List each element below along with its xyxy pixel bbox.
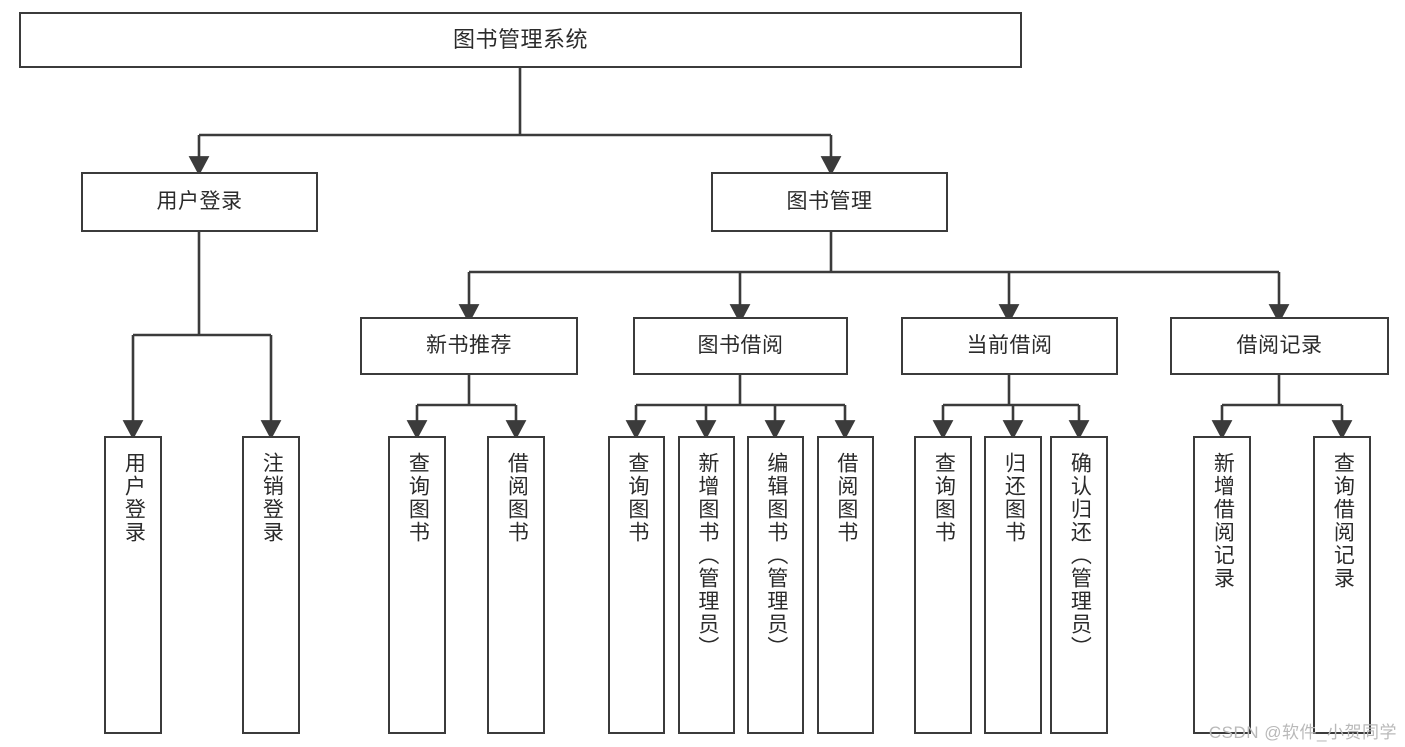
node-label: 用户登录	[122, 452, 146, 544]
node-leaf-borrow-book[interactable]: 借阅图书	[817, 436, 874, 734]
node-book-management[interactable]: 图书管理	[711, 172, 948, 232]
node-new-book-recommendation[interactable]: 新书推荐	[360, 317, 578, 375]
node-label: 借阅图书	[505, 452, 529, 544]
node-leaf-query-book-recommendation[interactable]: 查询图书	[388, 436, 446, 734]
node-label: 新书推荐	[426, 333, 512, 357]
csdn-watermark: CSDN @软件_小贺同学	[1208, 723, 1397, 742]
node-label: 借阅记录	[1236, 333, 1323, 357]
node-leaf-query-borrow-record[interactable]: 查询借阅记录	[1313, 436, 1371, 734]
node-leaf-add-borrow-record[interactable]: 新增借阅记录	[1193, 436, 1251, 734]
node-current-borrow[interactable]: 当前借阅	[901, 317, 1118, 375]
node-user-login[interactable]: 用户登录	[81, 172, 318, 232]
node-leaf-add-book-admin[interactable]: 新增图书（管理员）	[678, 436, 735, 734]
node-book-borrow[interactable]: 图书借阅	[633, 317, 848, 375]
node-leaf-return-book[interactable]: 归还图书	[984, 436, 1042, 734]
node-label: 查询图书	[932, 452, 956, 544]
node-leaf-edit-book-admin[interactable]: 编辑图书（管理员）	[747, 436, 804, 734]
node-label: 借阅图书	[834, 452, 858, 544]
node-label: 图书管理系统	[452, 27, 588, 53]
node-leaf-query-book-current[interactable]: 查询图书	[914, 436, 972, 734]
node-label: 图书管理	[786, 189, 873, 213]
node-root-book-management-system[interactable]: 图书管理系统	[19, 12, 1022, 68]
node-label: 注销登录	[260, 452, 284, 544]
node-borrow-record[interactable]: 借阅记录	[1170, 317, 1389, 375]
node-label: 新增借阅记录	[1211, 452, 1235, 590]
node-label: 图书借阅	[697, 333, 784, 357]
node-leaf-logout[interactable]: 注销登录	[242, 436, 300, 734]
node-label: 确认归还（管理员）	[1068, 452, 1092, 659]
node-label: 编辑图书（管理员）	[764, 452, 788, 659]
node-label: 当前借阅	[966, 333, 1053, 357]
node-leaf-query-book-borrow[interactable]: 查询图书	[608, 436, 665, 734]
node-label: 归还图书	[1002, 452, 1026, 544]
node-leaf-borrow-book-recommendation[interactable]: 借阅图书	[487, 436, 545, 734]
node-label: 查询图书	[625, 452, 649, 544]
node-leaf-user-login[interactable]: 用户登录	[104, 436, 162, 734]
node-leaf-confirm-return-admin[interactable]: 确认归还（管理员）	[1050, 436, 1108, 734]
node-label: 新增图书（管理员）	[695, 452, 719, 659]
node-label: 查询借阅记录	[1331, 452, 1355, 590]
node-label: 用户登录	[156, 189, 243, 213]
node-label: 查询图书	[406, 452, 430, 544]
